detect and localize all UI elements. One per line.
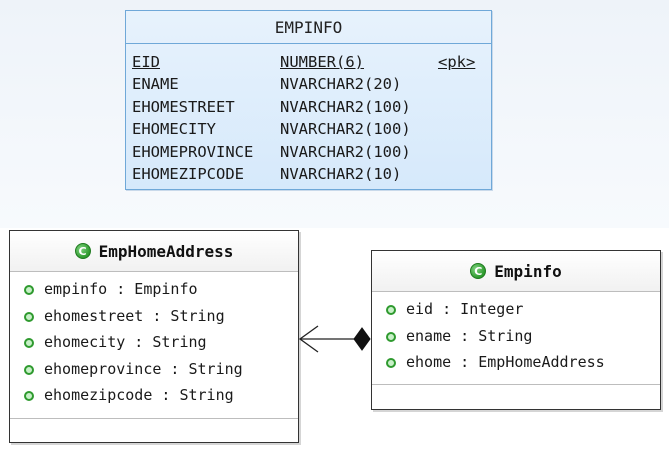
db-table-columns: EID NUMBER(6) <pk> ENAME NVARCHAR2(20) E… <box>126 44 491 185</box>
class-attribute[interactable]: empinfo : Empinfo <box>10 276 298 303</box>
class-attribute[interactable]: ehomezipcode : String <box>10 382 298 409</box>
column-name: EID <box>132 53 160 71</box>
field-icon <box>386 358 396 369</box>
class-header: C Empinfo <box>372 251 660 292</box>
class-header: C EmpHomeAddress <box>10 231 298 272</box>
attribute-label: ehomestreet : String <box>44 306 225 325</box>
field-icon <box>24 364 34 375</box>
db-table-empinfo[interactable]: EMPINFO EID NUMBER(6) <pk> ENAME NVARCHA… <box>125 10 492 190</box>
class-attribute[interactable]: ehome : EmpHomeAddress <box>372 349 660 376</box>
uml-class-emphomeaddress[interactable]: C EmpHomeAddress empinfo : Empinfo ehome… <box>9 230 299 443</box>
field-icon <box>24 285 34 295</box>
column-type: NVARCHAR2(10) <box>280 164 402 183</box>
db-column-row: EHOMEZIPCODE NVARCHAR2(10) <box>132 163 491 185</box>
attribute-label: ehomezipcode : String <box>44 386 234 405</box>
class-name: Empinfo <box>494 261 562 281</box>
class-attribute[interactable]: ehomestreet : String <box>10 303 298 330</box>
class-icon: C <box>470 263 487 279</box>
attribute-label: ehomeprovince : String <box>44 359 243 378</box>
column-type: NVARCHAR2(20) <box>280 75 402 94</box>
attribute-label: eid : Integer <box>406 300 524 318</box>
class-name: EmpHomeAddress <box>98 241 234 261</box>
uml-class-empinfo[interactable]: C Empinfo eid : Integer ename : String e… <box>371 250 661 410</box>
field-icon <box>24 338 34 349</box>
class-attribute[interactable]: ehomecity : String <box>10 329 298 356</box>
attribute-label: ename : String <box>406 326 533 345</box>
column-type: NUMBER(6) <box>280 53 364 71</box>
column-name: EHOMESTREET <box>132 97 235 116</box>
attribute-label: empinfo : Empinfo <box>44 280 198 298</box>
db-column-row: EHOMECITY NVARCHAR2(100) <box>132 118 491 140</box>
primary-key-marker: <pk> <box>438 53 476 71</box>
column-name: EHOMEPROVINCE <box>132 142 254 161</box>
db-column-row: ENAME NVARCHAR2(20) <box>132 73 491 95</box>
column-type: NVARCHAR2(100) <box>280 142 411 161</box>
column-name: EHOMEZIPCODE <box>132 164 244 183</box>
attribute-label: ehomecity : String <box>44 333 207 352</box>
class-attributes: empinfo : Empinfo ehomestreet : String e… <box>10 272 298 419</box>
column-name: EHOMECITY <box>132 120 216 139</box>
db-column-row: EHOMEPROVINCE NVARCHAR2(100) <box>132 141 491 163</box>
class-attribute[interactable]: eid : Integer <box>372 296 660 323</box>
class-attributes: eid : Integer ename : String ehome : Emp… <box>372 292 660 385</box>
field-icon <box>24 311 34 322</box>
field-icon <box>386 331 396 342</box>
column-name: ENAME <box>132 75 179 94</box>
db-column-row: EID NUMBER(6) <pk> <box>132 51 491 73</box>
class-attribute[interactable]: ename : String <box>372 323 660 350</box>
column-type: NVARCHAR2(100) <box>280 97 411 116</box>
field-icon <box>386 305 396 315</box>
db-table-title: EMPINFO <box>126 11 491 44</box>
class-icon: C <box>74 243 91 259</box>
attribute-label: ehome : EmpHomeAddress <box>406 353 605 372</box>
db-column-row: EHOMESTREET NVARCHAR2(100) <box>132 96 491 118</box>
column-type: NVARCHAR2(100) <box>280 120 411 139</box>
field-icon <box>24 391 34 402</box>
class-attribute[interactable]: ehomeprovince : String <box>10 356 298 383</box>
